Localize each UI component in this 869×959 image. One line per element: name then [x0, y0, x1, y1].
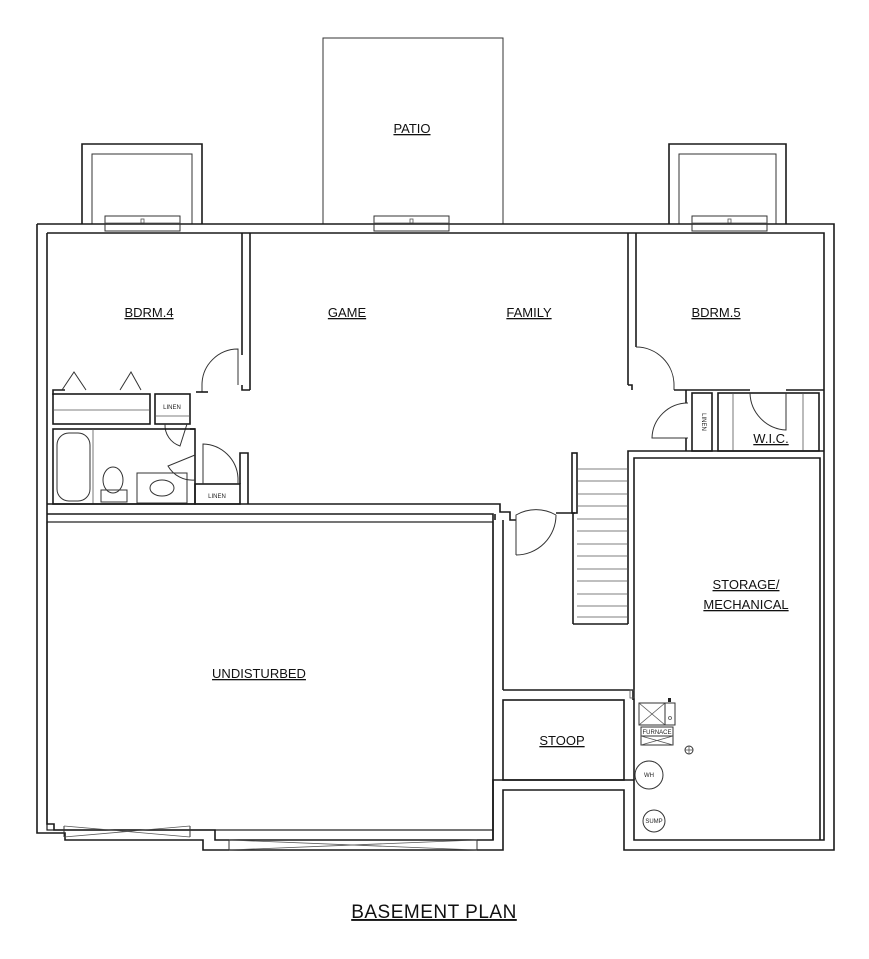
- furnace: FURNACE: [638, 698, 676, 746]
- furnace-label: FURNACE: [642, 730, 671, 736]
- water-heater: WH: [634, 760, 664, 790]
- stoop-label: STOOP: [539, 733, 584, 748]
- linen-closet-2: LINEN: [194, 443, 249, 505]
- stair-door: [515, 509, 575, 556]
- water-heater-label: WH: [644, 773, 654, 779]
- floor-drain-icon: [684, 745, 694, 755]
- egress-well-left: [81, 143, 203, 224]
- bedroom-4: BDRM.4: [52, 233, 251, 425]
- bedroom-5: BDRM.5 LINEN W.I.C.: [627, 233, 824, 452]
- storage-label-line2: MECHANICAL: [703, 597, 788, 612]
- linen-closet-1: LINEN: [154, 393, 191, 447]
- window-center: [373, 215, 450, 232]
- patio-label: PATIO: [393, 121, 430, 136]
- storage-mechanical: STORAGE/ MECHANICAL: [627, 450, 824, 840]
- stoop: STOOP: [502, 689, 635, 781]
- plan-title: BASEMENT PLAN: [351, 902, 517, 923]
- patio: PATIO: [322, 37, 504, 225]
- undisturbed-area: UNDISTURBED: [46, 521, 494, 831]
- window-right: [691, 215, 768, 232]
- bdrm5-label: BDRM.5: [691, 305, 740, 320]
- linen-1-label: LINEN: [163, 405, 181, 411]
- sump-pump: SUMP: [642, 809, 666, 833]
- bathroom: [52, 428, 196, 505]
- window-left: [104, 215, 181, 232]
- storage-label-line1: STORAGE/: [713, 577, 780, 592]
- linen-3-label: LINEN: [700, 413, 706, 431]
- undisturbed-label: UNDISTURBED: [212, 666, 306, 681]
- egress-well-right: [668, 143, 787, 224]
- bdrm4-label: BDRM.4: [124, 305, 173, 320]
- family-label: FAMILY: [506, 305, 552, 320]
- bottom-openings: [63, 825, 478, 851]
- wic-label: W.I.C.: [753, 431, 788, 446]
- game-label: GAME: [328, 305, 367, 320]
- game-family-room: GAME FAMILY: [328, 305, 552, 320]
- staircase: [571, 452, 629, 625]
- linen-2-label: LINEN: [208, 494, 226, 500]
- sump-label: SUMP: [645, 819, 662, 825]
